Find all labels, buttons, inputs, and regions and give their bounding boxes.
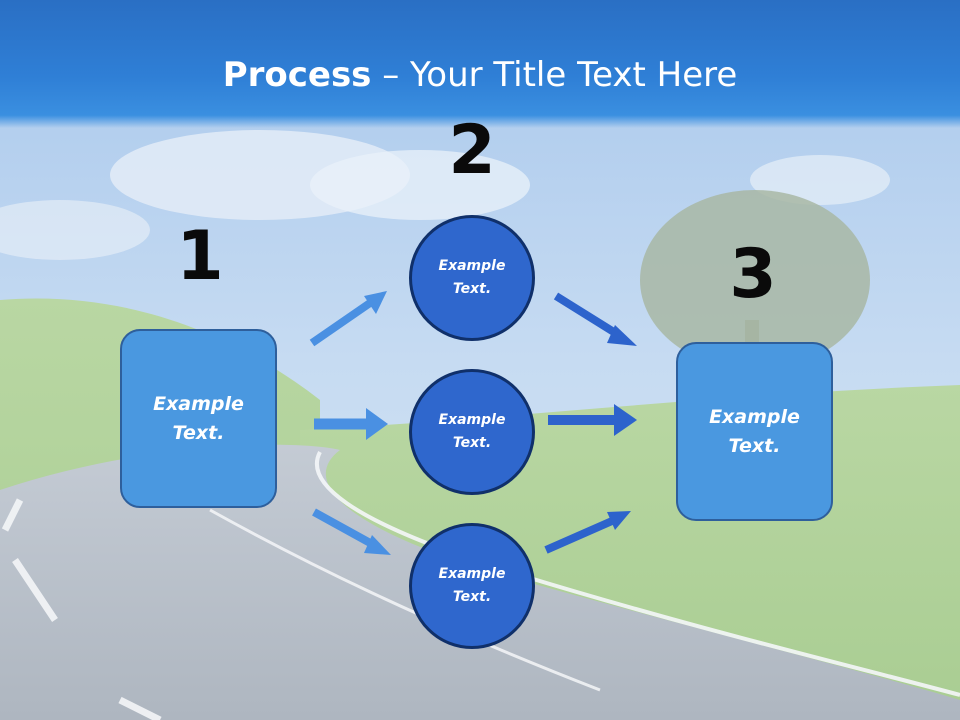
circle-middle-text: Example Text. (438, 412, 506, 451)
step-2-circle-bottom[interactable]: Example Text. (409, 523, 535, 649)
title-rest: – Your Title Text Here (371, 55, 738, 95)
circle-top-text: Example Text. (438, 258, 506, 297)
title-bar (0, 0, 960, 128)
step-1-text: Example Text. (153, 392, 244, 444)
step-1-box[interactable]: Example Text. (120, 329, 277, 508)
step-2-circle-top[interactable]: Example Text. (409, 215, 535, 341)
step-3-text: Example Text. (709, 405, 800, 457)
slide-title: Process – Your Title Text Here (0, 55, 960, 95)
step-2-circle-middle[interactable]: Example Text. (409, 369, 535, 495)
step-number-2: 2 (448, 111, 496, 190)
title-bold: Process (222, 55, 372, 95)
step-3-box[interactable]: Example Text. (676, 342, 833, 521)
step-number-3: 3 (729, 235, 777, 314)
step-number-1: 1 (176, 217, 224, 296)
circle-bottom-text: Example Text. (438, 566, 506, 605)
